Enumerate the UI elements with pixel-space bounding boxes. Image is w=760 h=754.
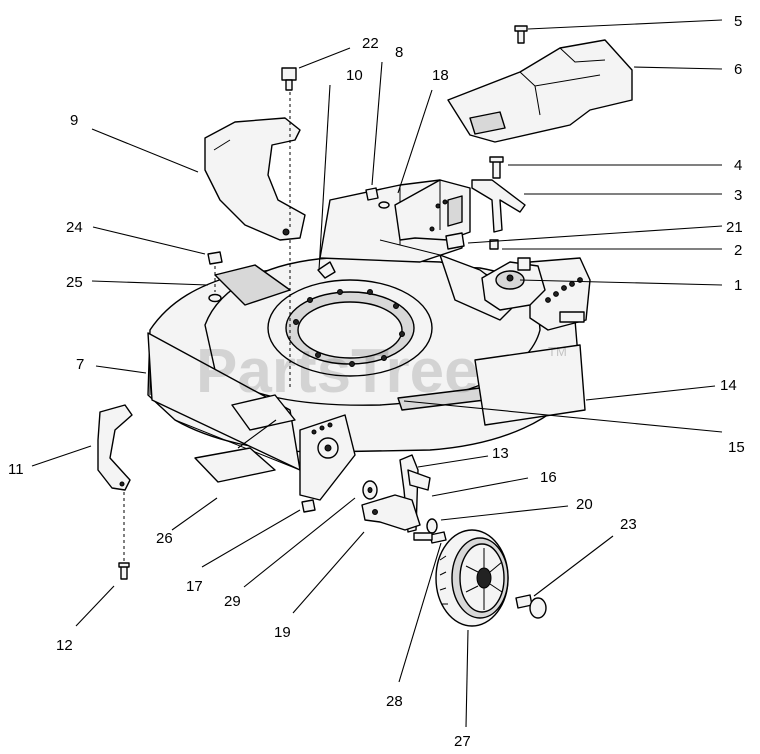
callout-13: 13 <box>492 445 509 462</box>
mower-deck <box>147 179 591 471</box>
callout-1: 1 <box>734 277 742 294</box>
part-2-pin <box>489 239 499 250</box>
part-1-assembly <box>481 257 546 311</box>
part-20-washer <box>426 518 438 534</box>
part-25-washer <box>208 293 222 303</box>
part-18-bracket <box>394 179 471 241</box>
part-12-screw <box>118 562 130 580</box>
callout-11: 11 <box>8 461 24 478</box>
callout-21: 21 <box>726 219 743 236</box>
callout-16: 16 <box>540 469 557 486</box>
callout-6: 6 <box>734 61 742 78</box>
part-11-strap <box>97 404 133 491</box>
callout-labels: 5 6 4 3 21 2 1 14 15 22 8 10 18 9 24 25 … <box>8 13 745 750</box>
callout-19: 19 <box>274 624 291 641</box>
callout-9: 9 <box>70 112 78 129</box>
deck-plate <box>231 394 296 431</box>
part-6-rear-cover <box>447 39 633 143</box>
callout-14: 14 <box>720 377 737 394</box>
callout-4: 4 <box>734 157 742 174</box>
callout-27: 27 <box>454 733 471 750</box>
part-26-label-plate <box>194 447 276 483</box>
part-17-nut <box>301 499 316 513</box>
part-19-wheel-bracket <box>361 494 421 531</box>
part-22-fastener <box>281 67 297 91</box>
callout-23: 23 <box>620 516 637 533</box>
callout-22: 22 <box>362 35 379 52</box>
front-height-adjuster <box>299 414 356 501</box>
part-10-clip <box>317 261 336 279</box>
callout-18: 18 <box>432 67 449 84</box>
callout-10: 10 <box>346 67 363 84</box>
callout-7: 7 <box>76 356 84 373</box>
watermark-tm: TM <box>548 344 567 359</box>
part-4-bolt <box>489 156 504 179</box>
part-21-spacer <box>429 226 465 250</box>
callout-28: 28 <box>386 693 403 710</box>
part-5-screw <box>514 25 528 44</box>
watermark-text: PartsTree <box>196 337 479 406</box>
callout-12: 12 <box>56 637 73 654</box>
part-23-axle-bolt <box>515 594 547 619</box>
leader-lines <box>31 19 723 728</box>
callout-2: 2 <box>734 242 742 259</box>
part-8-nut <box>365 187 390 209</box>
callout-24: 24 <box>66 219 83 236</box>
part-3-link <box>471 179 526 233</box>
callout-29: 29 <box>224 593 241 610</box>
callout-15: 15 <box>728 439 745 456</box>
callout-8: 8 <box>395 44 403 61</box>
part-27-wheel <box>435 529 509 627</box>
part-14-side-flap <box>474 344 586 426</box>
part-16-arm <box>407 469 431 491</box>
part-24-nut <box>207 251 223 265</box>
callout-25: 25 <box>66 274 83 291</box>
part-28-bolt <box>413 531 447 544</box>
ring-bolt-holes <box>293 289 405 367</box>
callout-17: 17 <box>186 578 203 595</box>
callout-26: 26 <box>156 530 173 547</box>
callout-5: 5 <box>734 13 742 30</box>
callout-3: 3 <box>734 187 742 204</box>
part-29-washer <box>362 480 378 500</box>
callout-20: 20 <box>576 496 593 513</box>
